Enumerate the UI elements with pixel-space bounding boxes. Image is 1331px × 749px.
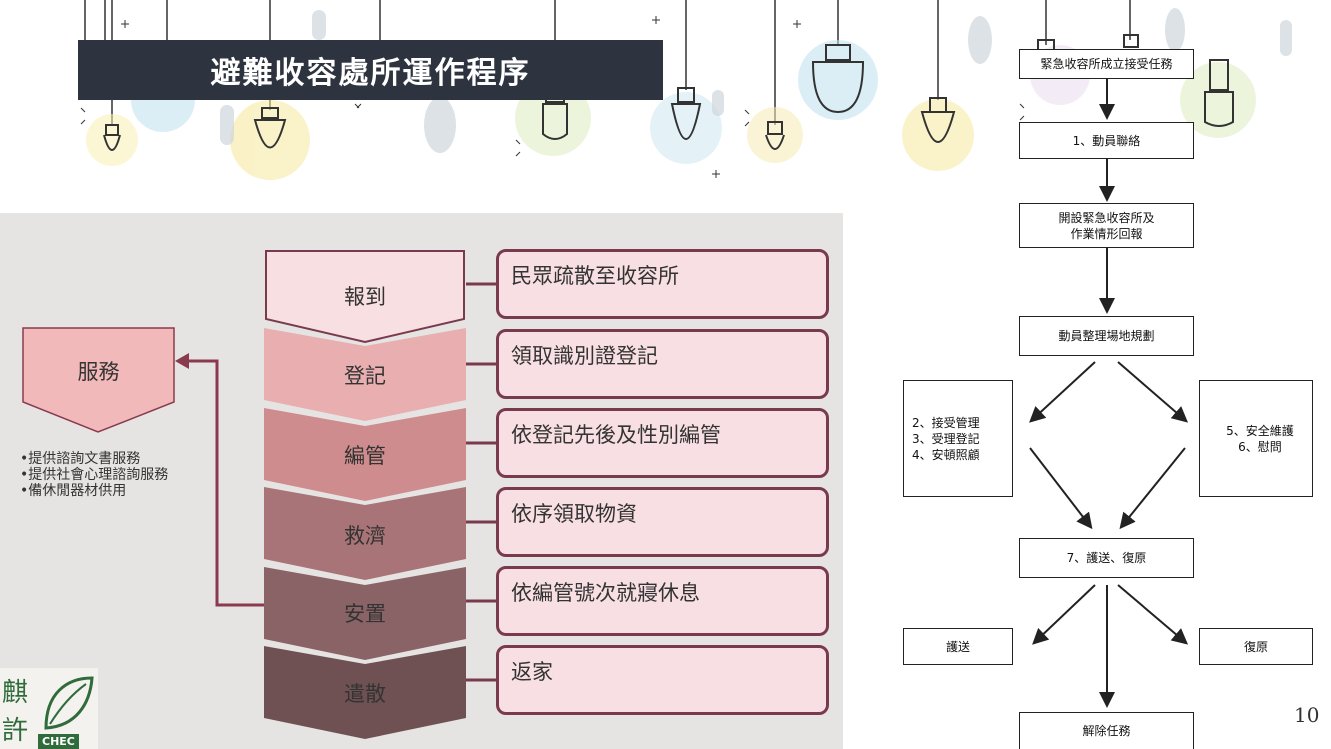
step-dismiss xyxy=(264,646,466,741)
flow-end: 解除任務 xyxy=(1019,712,1194,749)
step-organize xyxy=(264,408,466,503)
step-relief xyxy=(264,487,466,582)
flow-site-planning: 動員整理場地規劃 xyxy=(1019,316,1194,356)
service-item: 提供諮詢文書服務 xyxy=(20,451,210,467)
step-dismiss-label: 遣散 xyxy=(344,682,386,706)
logo-char-top: 麒 xyxy=(2,678,29,708)
step-checkin-description: 民眾疏散至收容所 xyxy=(496,249,829,319)
flow-open-shelter-line: 開設緊急收容所及 xyxy=(1058,210,1155,225)
service-item: 提供社會心理諮詢服務 xyxy=(20,467,210,483)
flow-open-shelter: 開設緊急收容所及 作業情形回報 xyxy=(1019,203,1194,248)
step-relief-description: 依序領取物資 xyxy=(496,487,829,557)
step-organize-description: 依登記先後及性別編管 xyxy=(496,408,829,478)
slide-title: 避難收容處所運作程序 xyxy=(78,40,663,100)
service-list: 提供諮詢文書服務 提供社會心理諮詢服務 備休閒器材供用 xyxy=(20,451,210,499)
step-settle-label: 安置 xyxy=(344,602,386,626)
flow-merge: 7、護送、復原 xyxy=(1019,538,1194,578)
logo-text: CHEC xyxy=(38,734,79,749)
service-chevron xyxy=(22,327,175,433)
step-dismiss-description: 返家 xyxy=(496,645,829,715)
flow-left-branch-item: 2、接受管理 xyxy=(912,415,980,430)
step-settle xyxy=(264,567,466,662)
flow-left-branch-item: 4、安頓照顧 xyxy=(912,447,980,462)
service-item: 備休閒器材供用 xyxy=(20,483,210,499)
chec-logo: 麒 許 CHEC xyxy=(0,668,98,749)
flow-right-branch-item: 5、安全維護 xyxy=(1226,423,1294,438)
step-checkin-label: 報到 xyxy=(344,285,386,309)
flow-escort: 護送 xyxy=(903,628,1013,665)
step-register-description: 領取識別證登記 xyxy=(496,329,829,399)
flow-start: 緊急收容所成立接受任務 xyxy=(1019,49,1194,79)
page-number: 10 xyxy=(1294,703,1320,727)
step-checkin xyxy=(264,249,466,344)
step-settle-description: 依編管號次就寢休息 xyxy=(496,566,829,636)
step-register-label: 登記 xyxy=(344,364,386,388)
step-relief-label: 救濟 xyxy=(344,524,386,548)
flow-right-branch: 5、安全維護 6、慰問 xyxy=(1199,380,1313,497)
leaf-icon xyxy=(44,676,94,730)
flow-left-branch-item: 3、受理登記 xyxy=(912,431,980,446)
flow-open-shelter-line: 作業情形回報 xyxy=(1070,226,1143,241)
flow-right-branch-item: 6、慰問 xyxy=(1238,439,1282,454)
flow-mobilize: 1、動員聯絡 xyxy=(1019,122,1194,159)
flow-restore: 復原 xyxy=(1199,628,1313,665)
flow-left-branch: 2、接受管理 3、受理登記 4、安頓照顧 xyxy=(903,380,1013,497)
service-label: 服務 xyxy=(77,360,120,384)
logo-char-bottom: 許 xyxy=(2,716,29,746)
step-organize-label: 編管 xyxy=(344,444,386,468)
step-register xyxy=(264,328,466,423)
